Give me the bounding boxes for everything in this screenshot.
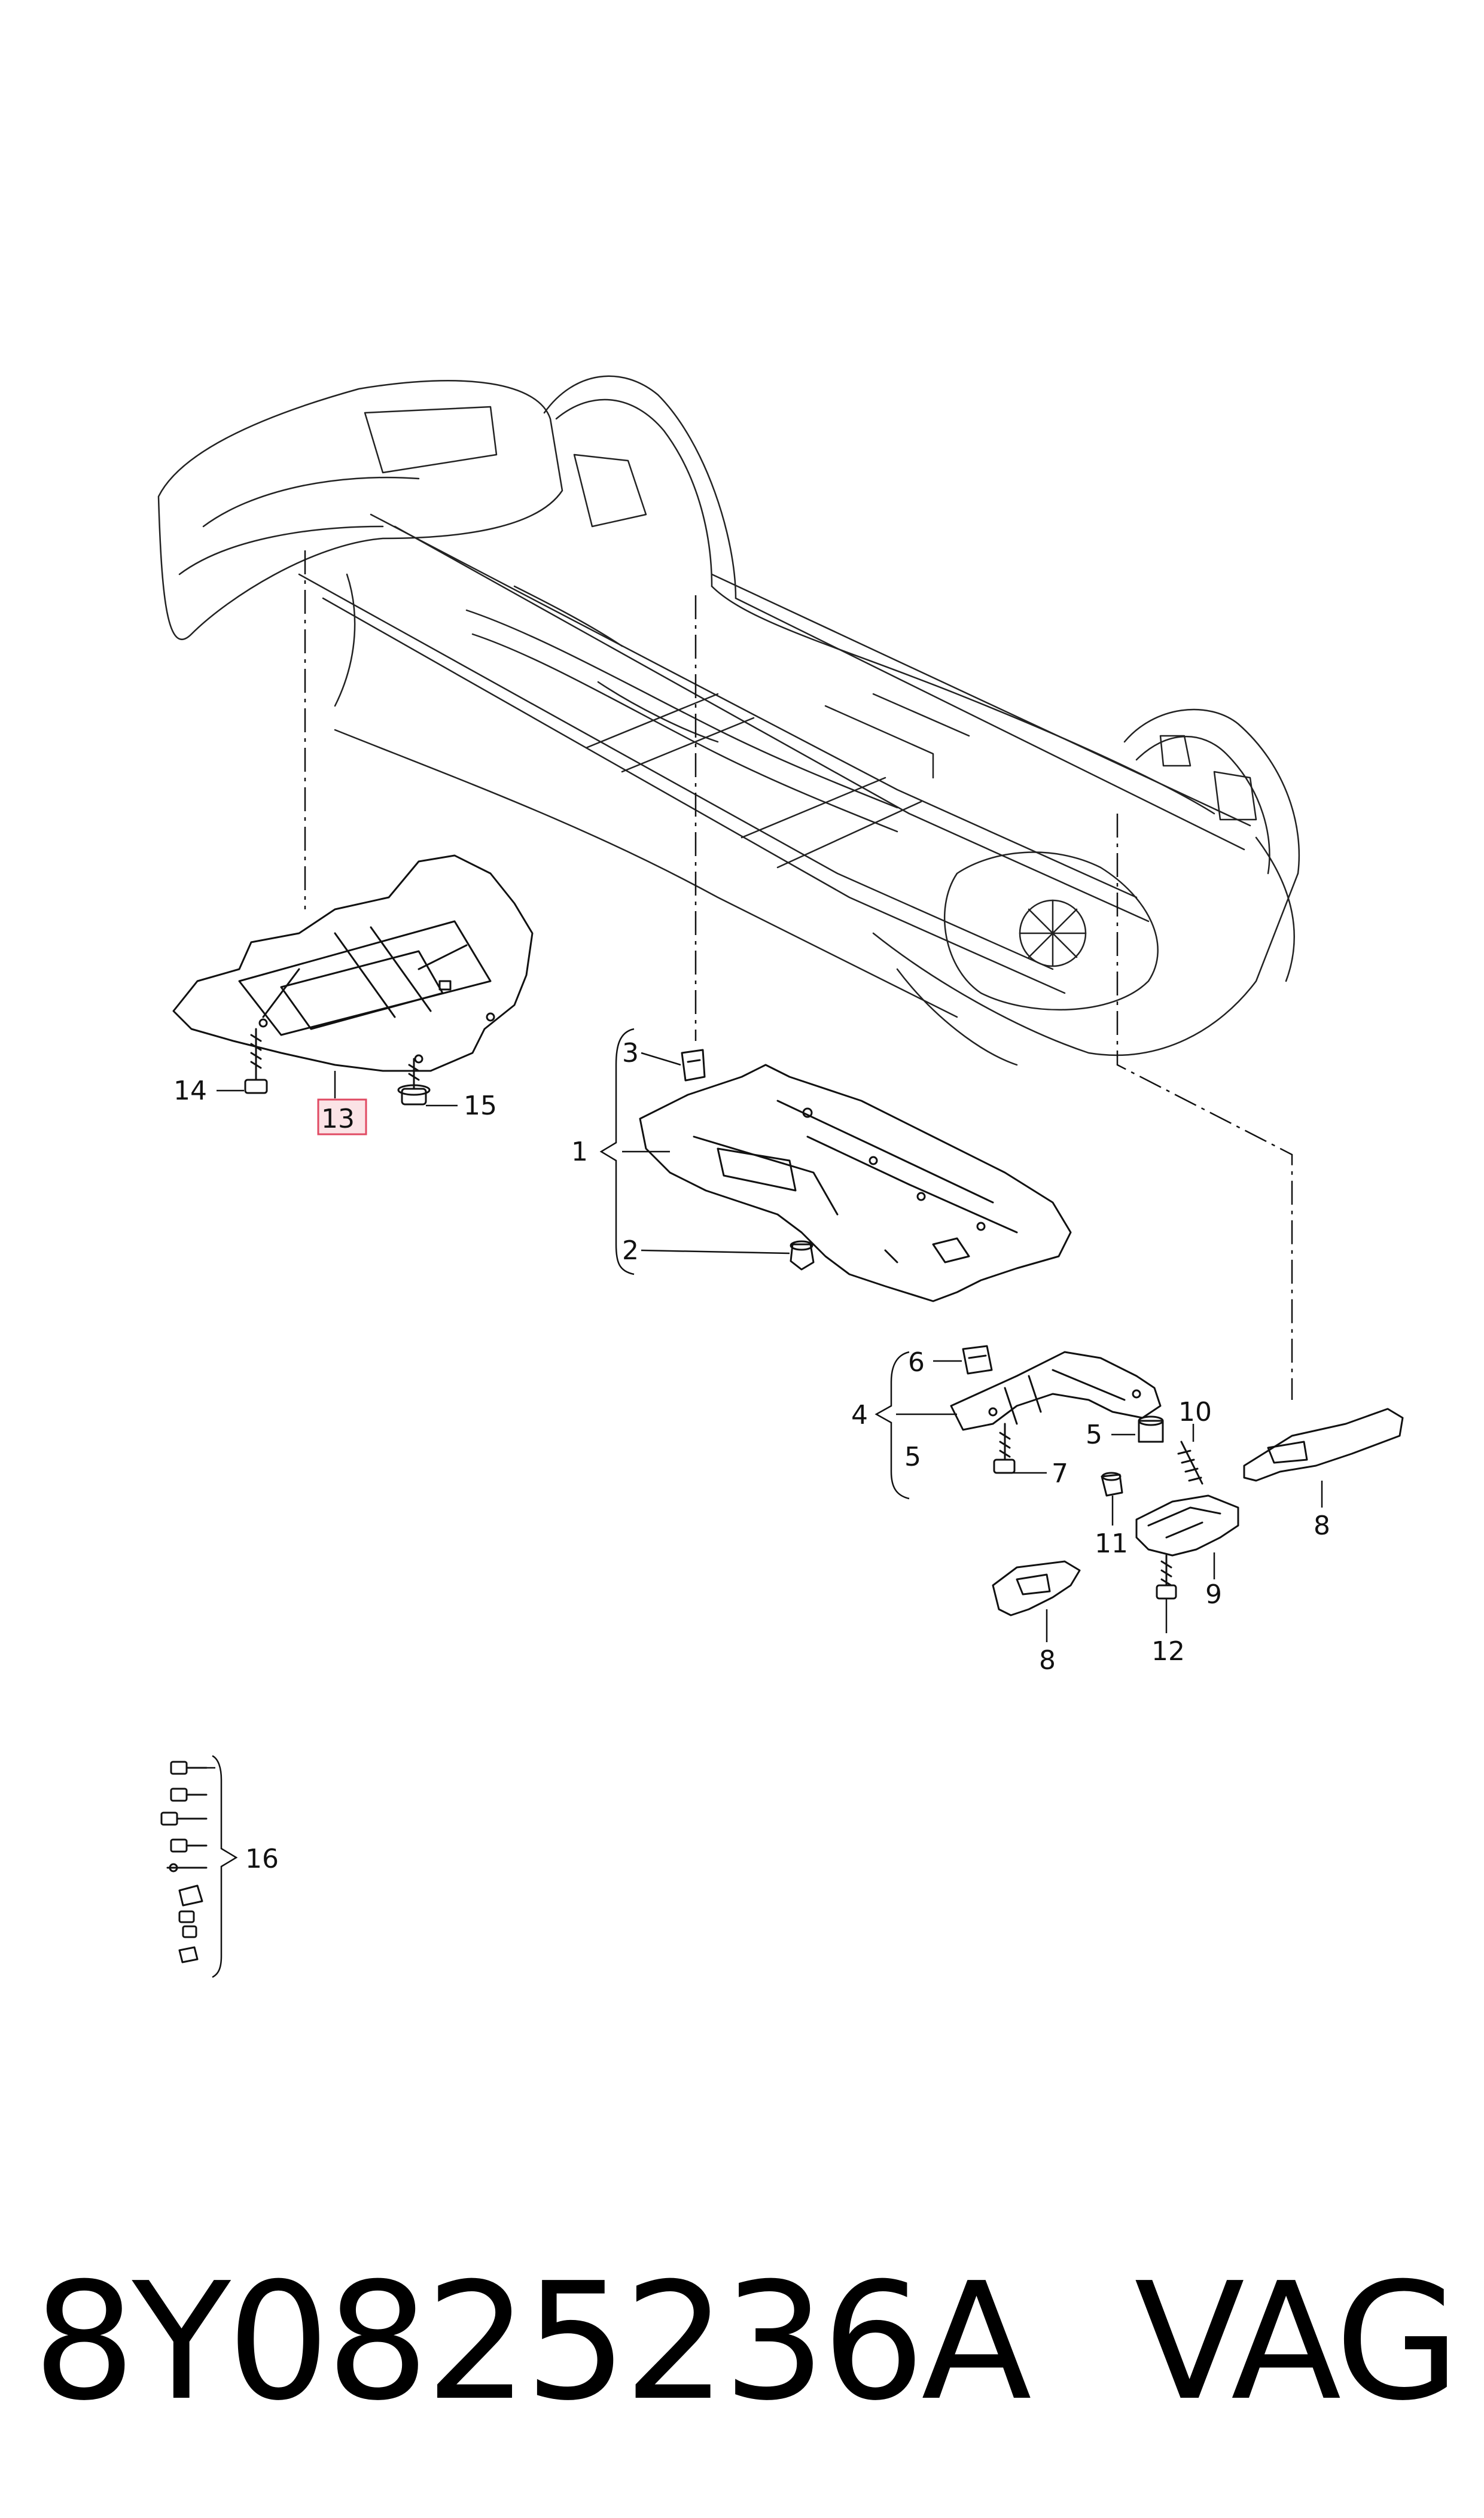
callout-5-bracket: 5 (904, 1442, 921, 1472)
callout-9: 9 (1205, 1579, 1222, 1610)
callout-16: 16 (245, 1844, 279, 1874)
fastener-clip-a (178, 1884, 203, 1907)
fastener-bolt-d (170, 1838, 208, 1853)
callout-7: 7 (1052, 1459, 1068, 1489)
fastener-bolt-a (170, 1761, 208, 1775)
callout-11: 11 (1095, 1529, 1128, 1559)
fastener-clip-b (178, 1946, 199, 1963)
part-8-bracket-right (1243, 1408, 1404, 1482)
callout-8-right: 8 (1314, 1511, 1330, 1541)
callout-15: 15 (464, 1091, 497, 1121)
part-6-clip (962, 1345, 993, 1375)
callout-12: 12 (1151, 1636, 1185, 1667)
part-8-bracket-lower (992, 1560, 1081, 1616)
fastener-nut-b (182, 1925, 197, 1938)
part-11-nut (1101, 1472, 1123, 1497)
part-4-bracket (950, 1351, 1162, 1431)
fastener-nut-a (178, 1910, 195, 1923)
part-13-underbody-panel (172, 854, 534, 1072)
callout-2: 2 (622, 1235, 639, 1266)
part-7-bolt (993, 1423, 1016, 1474)
callout-6: 6 (908, 1347, 925, 1378)
callout-3: 3 (622, 1038, 639, 1068)
part-1-center-panel (639, 1064, 1072, 1302)
part-14-bolt (244, 1028, 268, 1094)
callout-1: 1 (571, 1137, 588, 1167)
fastener-bolt-b (170, 1788, 208, 1802)
part-16-fastener-set (160, 1761, 208, 1963)
part-10-bolt (1177, 1441, 1203, 1485)
fastener-bolt-c (160, 1811, 208, 1826)
part-9-shield (1135, 1494, 1239, 1557)
part-15-nut (397, 1058, 431, 1106)
highlight-box-13 (317, 1098, 367, 1135)
callout-4: 4 (851, 1400, 868, 1430)
fastener-pin (166, 1863, 208, 1872)
callout-labels: 13 14 15 3 1 2 6 4 5 5 7 10 8 11 9 8 12 … (173, 1038, 1330, 1874)
assembly-guide-lines (304, 550, 1293, 1400)
callout-8-lower: 8 (1039, 1645, 1056, 1676)
part-3-clip (681, 1049, 706, 1082)
part-number: 8Y0825236A (33, 2248, 1032, 2436)
caption: 8Y0825236A VAG (33, 2248, 1460, 2436)
callout-14: 14 (173, 1076, 207, 1106)
callout-5-nut: 5 (1086, 1420, 1102, 1450)
part-2-nut (790, 1240, 815, 1271)
callout-10: 10 (1178, 1397, 1212, 1427)
car-underbody-illustration (157, 375, 1300, 1066)
callout-leaders (206, 1028, 1323, 1978)
part-12-bolt (1156, 1554, 1177, 1600)
part-5-nut (1138, 1415, 1164, 1443)
callout-13: 13 (321, 1104, 355, 1134)
brand-label: VAG (1134, 2248, 1460, 2436)
